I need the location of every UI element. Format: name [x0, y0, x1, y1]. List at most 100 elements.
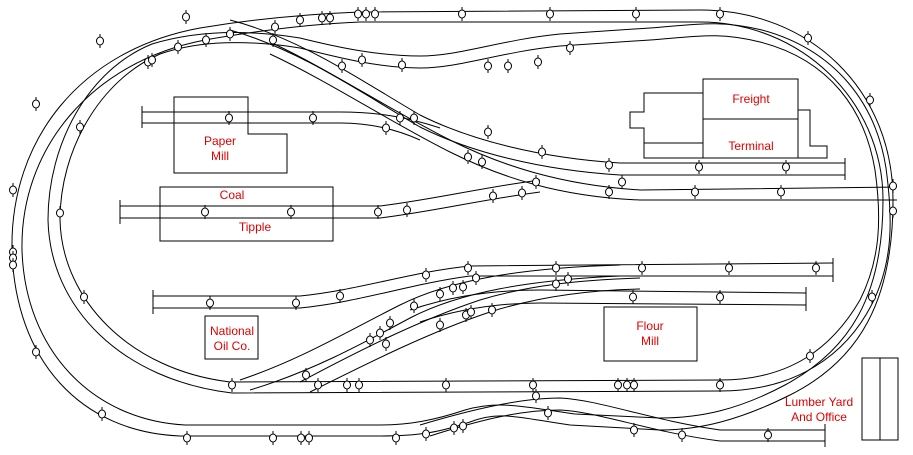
rail-joint	[422, 429, 430, 439]
rail-joint	[269, 433, 277, 443]
rail-joint	[314, 380, 322, 390]
rail-joint	[812, 263, 820, 273]
rail-joint	[148, 55, 156, 65]
rail-joint	[182, 12, 190, 22]
rail-joint	[174, 42, 182, 52]
rail-joint	[386, 318, 394, 328]
rail-joint	[309, 113, 317, 123]
rail-joint	[371, 9, 379, 19]
rail-joint	[376, 328, 384, 338]
rail-joint	[630, 380, 638, 390]
flour-mill-building	[603, 306, 698, 362]
coal-tipple-building	[159, 186, 334, 242]
rail-joint	[410, 113, 418, 123]
rail-joint	[292, 298, 300, 308]
paper-mill-building	[173, 96, 288, 174]
rail-joint	[422, 270, 430, 280]
inner-mainline-loop	[47, 23, 891, 394]
outer-mainline-loop	[11, 9, 894, 437]
rail-joint	[544, 408, 552, 418]
rail-joint	[467, 307, 475, 317]
rail-joint	[716, 292, 724, 302]
rail-joint	[566, 43, 574, 53]
rail-joint	[868, 292, 876, 302]
rail-joint	[403, 205, 411, 215]
rail-joint	[691, 187, 699, 197]
rail-joint	[464, 152, 472, 162]
rail-joint	[464, 263, 472, 273]
rail-joint	[32, 99, 40, 109]
rail-joint	[338, 61, 346, 71]
rail-joint	[271, 22, 279, 32]
rail-joint	[76, 122, 84, 132]
national-oil-building	[204, 315, 259, 360]
lumber-yard-spur	[419, 397, 826, 447]
rail-joint	[450, 423, 458, 433]
rail-joint	[538, 147, 546, 157]
rail-joint	[392, 433, 400, 443]
tipple-label: Tipple	[238, 220, 272, 234]
rail-joint	[716, 380, 724, 390]
rail-joint	[343, 380, 351, 390]
rail-joint	[532, 391, 540, 401]
rail-joint	[382, 339, 390, 349]
rail-joint	[782, 162, 790, 172]
rail-joint	[618, 177, 626, 187]
rail-joint	[32, 347, 40, 357]
rail-joint	[436, 320, 444, 330]
rail-joint	[96, 36, 104, 46]
rail-joint	[623, 380, 631, 390]
rail-joint	[225, 113, 233, 123]
rail-joint	[398, 60, 406, 70]
lumber-yard-label: Lumber Yard And Office	[784, 395, 854, 424]
rail-joint	[396, 113, 404, 123]
rail-joint	[98, 409, 106, 419]
rail-joint	[202, 35, 210, 45]
rail-joint	[484, 127, 492, 137]
rail-joint	[504, 61, 512, 71]
rail-joint	[564, 274, 572, 284]
rail-joint	[80, 292, 88, 302]
rail-joint	[228, 380, 236, 390]
rail-joint	[638, 263, 646, 273]
rail-joint	[764, 430, 772, 440]
rail-joint	[614, 380, 622, 390]
rail-joint	[532, 177, 540, 187]
rail-joint	[318, 13, 326, 23]
rail-joint	[326, 13, 334, 23]
rail-joint	[866, 95, 874, 105]
rail-joint	[484, 61, 492, 71]
rail-joint	[488, 305, 496, 315]
rail-joint	[630, 425, 638, 435]
coal-label: Coal	[219, 188, 245, 202]
rail-joints	[9, 7, 897, 445]
rail-joint	[459, 421, 467, 431]
rail-joint	[354, 9, 362, 19]
rail-joint	[269, 35, 277, 45]
rail-joint	[9, 260, 17, 270]
rail-joint	[725, 263, 733, 273]
rail-joint	[201, 207, 209, 217]
rail-joint	[183, 433, 191, 443]
rail-joint	[695, 162, 703, 172]
rail-joint	[206, 298, 214, 308]
rail-joint	[777, 187, 785, 197]
rail-joint	[552, 263, 560, 273]
freight-terminal-building	[629, 78, 828, 159]
rail-joint	[442, 380, 450, 390]
rail-joint	[605, 187, 613, 197]
rail-joint	[366, 335, 374, 345]
rail-joint	[449, 283, 457, 293]
freight-label: Freight	[732, 92, 770, 106]
paper-mill-spur	[141, 106, 441, 141]
national-oil-label: National Oil Co.	[209, 324, 255, 353]
rail-joint	[632, 9, 640, 19]
rail-joint	[355, 380, 363, 390]
rail-joint	[889, 181, 897, 191]
rail-joint	[889, 206, 897, 216]
rail-joint	[9, 185, 17, 195]
rail-joint	[716, 9, 724, 19]
rail-joint	[529, 380, 537, 390]
rail-joint	[534, 57, 542, 67]
